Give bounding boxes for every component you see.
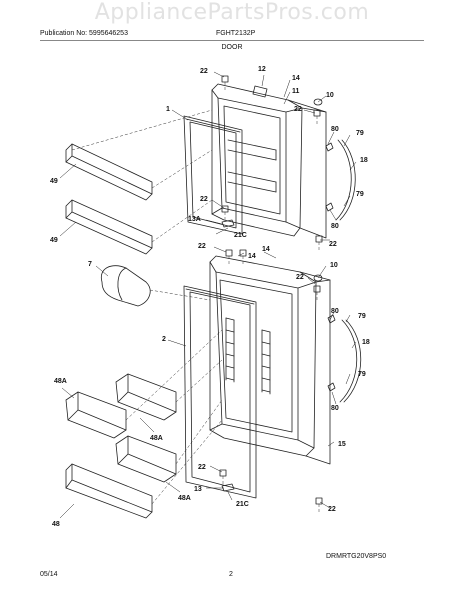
model-number: FGHT2132P bbox=[216, 30, 256, 37]
footer-date: 05/14 bbox=[40, 571, 58, 578]
part-label-10: 10 bbox=[330, 262, 338, 269]
freezer-outer-door-panel bbox=[287, 99, 327, 239]
part-label-48a: 48A bbox=[178, 495, 191, 502]
part-label-48a: 48A bbox=[150, 435, 163, 442]
part-label-79: 79 bbox=[358, 371, 366, 378]
part-label-18: 18 bbox=[362, 339, 370, 346]
freezer-screws bbox=[221, 75, 334, 243]
part-label-80: 80 bbox=[331, 126, 339, 133]
egg-container bbox=[100, 265, 151, 307]
part-label-79: 79 bbox=[356, 191, 364, 198]
part-label-10: 10 bbox=[326, 92, 334, 99]
fresh-food-bin-slots bbox=[225, 317, 271, 395]
leader-lines bbox=[59, 71, 357, 519]
header-rule bbox=[40, 40, 424, 41]
part-label-21c: 21C bbox=[234, 232, 247, 239]
part-label-79: 79 bbox=[356, 130, 364, 137]
freezer-door-shelves bbox=[65, 143, 153, 255]
fresh-food-door-liner bbox=[209, 255, 317, 457]
part-label-80: 80 bbox=[331, 308, 339, 315]
part-labels: 22 12 14 11 1 10 22 80 79 18 79 80 22 22… bbox=[50, 66, 370, 528]
part-label-12: 12 bbox=[258, 66, 266, 73]
part-label-22: 22 bbox=[200, 68, 208, 75]
part-label-22: 22 bbox=[294, 106, 302, 113]
alignment-lines bbox=[71, 82, 320, 512]
part-label-21c: 21C bbox=[236, 501, 249, 508]
publication-number: Publication No: 5995646253 bbox=[40, 30, 128, 37]
part-label-15: 15 bbox=[338, 441, 346, 448]
part-label-7: 7 bbox=[88, 261, 92, 268]
part-label-14: 14 bbox=[248, 253, 256, 260]
part-label-22: 22 bbox=[328, 506, 336, 513]
fresh-food-handle bbox=[339, 319, 362, 403]
section-title: DOOR bbox=[221, 44, 243, 51]
freezer-handle bbox=[335, 139, 356, 221]
fresh-food-door-bins bbox=[65, 373, 177, 519]
freezer-gasket bbox=[183, 115, 243, 235]
fresh-food-gasket bbox=[183, 285, 257, 499]
part-label-13a: 13A bbox=[188, 216, 201, 223]
part-label-22: 22 bbox=[200, 196, 208, 203]
page-number: 2 bbox=[229, 571, 233, 578]
part-label-14: 14 bbox=[292, 75, 300, 82]
part-label-22: 22 bbox=[198, 464, 206, 471]
part-label-2: 2 bbox=[162, 336, 166, 343]
drawing-code: DRMRTG20V8PS0 bbox=[326, 553, 387, 560]
part-label-80: 80 bbox=[331, 405, 339, 412]
part-label-1: 1 bbox=[166, 106, 170, 113]
part-label-80: 80 bbox=[331, 223, 339, 230]
part-label-11: 11 bbox=[292, 88, 300, 95]
part-label-49: 49 bbox=[50, 178, 58, 185]
part-label-22: 22 bbox=[329, 241, 337, 248]
freezer-door-liner bbox=[211, 83, 303, 237]
watermark: AppliancePartsPros.com bbox=[94, 0, 370, 25]
part-label-13: 13 bbox=[194, 486, 202, 493]
part-label-18: 18 bbox=[360, 157, 368, 164]
part-label-22: 22 bbox=[296, 274, 304, 281]
part-label-48a: 48A bbox=[54, 378, 67, 385]
part-label-22: 22 bbox=[198, 243, 206, 250]
part-label-14: 14 bbox=[262, 246, 270, 253]
part-label-49: 49 bbox=[50, 237, 58, 244]
part-label-79: 79 bbox=[358, 313, 366, 320]
part-label-48: 48 bbox=[52, 521, 60, 528]
fresh-food-screws bbox=[219, 249, 336, 505]
